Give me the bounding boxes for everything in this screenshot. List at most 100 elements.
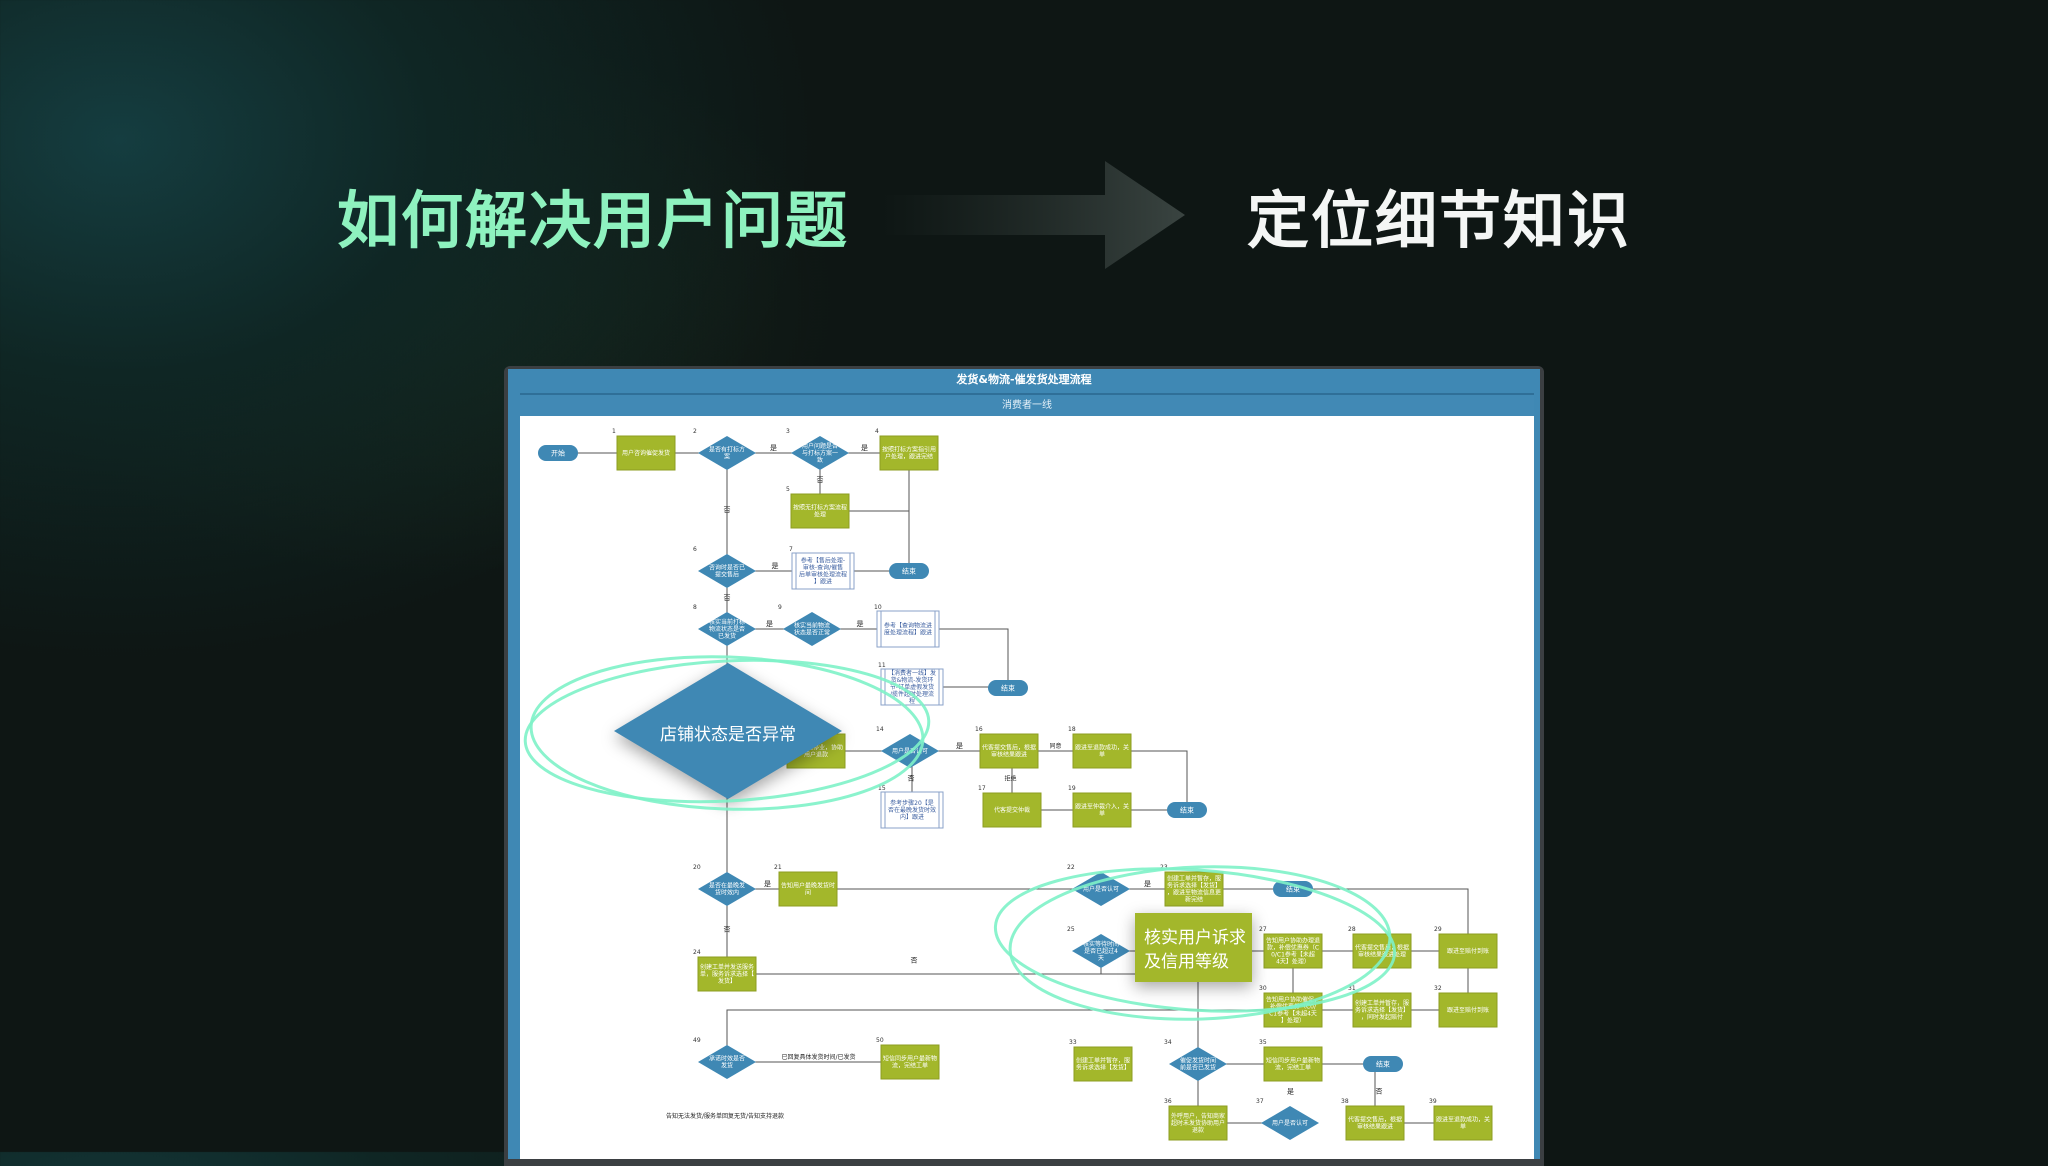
flow-node-end[interactable]: 结束 (889, 563, 929, 579)
flow-node-end[interactable]: 结束 (1167, 802, 1207, 818)
svg-text:核实当前物流: 核实当前物流 (794, 622, 830, 630)
svg-text:跟进至退款成功，关: 跟进至退款成功，关 (1075, 744, 1129, 752)
highlight-store-status-decision[interactable]: 店铺状态是否异常 (614, 663, 842, 799)
edge-label: 拒绝 (1004, 775, 1016, 783)
svg-text:告知用户协助办理退: 告知用户协助办理退 (1266, 937, 1320, 945)
svg-text:31: 31 (1348, 985, 1356, 992)
svg-text:按照无打标方案流程: 按照无打标方案流程 (793, 504, 847, 512)
edge-label: 否 (724, 594, 731, 602)
flow-node-n33[interactable]: 创建工单并暂存，服务诉求选择【发货】33 (1069, 1039, 1133, 1082)
svg-text:17: 17 (978, 785, 986, 792)
svg-text:8: 8 (693, 604, 697, 611)
svg-text:程: 程 (909, 697, 915, 705)
svg-text:19: 19 (1068, 785, 1076, 792)
flow-node-n30[interactable]: 告知用户协助催促，补偿优惠券（C0/C1参考【未超4天】处理）30 (1259, 985, 1323, 1028)
svg-text:跟进至退款成功，关: 跟进至退款成功，关 (1436, 1116, 1490, 1124)
svg-text:37: 37 (1256, 1098, 1264, 1105)
edge-label: 是 (1287, 1088, 1294, 1096)
flow-node-n37[interactable]: 用户是否认可 37 (1256, 1098, 1319, 1140)
svg-text:28: 28 (1348, 926, 1356, 933)
flowchart-canvas: 是是否否是否是是是同意拒绝否是是否否否是否已回复具体发货时间/已发货告知无法发货… (520, 416, 1534, 1159)
highlight-circle (529, 655, 925, 811)
svg-text:创建工单并发送服务: 创建工单并发送服务 (700, 963, 754, 971)
svg-text:用户咨询催促发货: 用户咨询催促发货 (622, 449, 670, 457)
svg-text:32: 32 (1434, 985, 1442, 992)
svg-text:结束: 结束 (1286, 884, 1300, 893)
edge-label: 告知无法发货/服务单回复无货/告知支持退款 (666, 1112, 784, 1120)
svg-text:，跟进至物流信息更: ，跟进至物流信息更 (1167, 889, 1221, 897)
edge-label: 是 (764, 880, 771, 888)
svg-text:务诉求选择【发货】: 务诉求选择【发货】 (1355, 1006, 1409, 1014)
svg-text:外呼用户，告知商家: 外呼用户，告知商家 (1171, 1112, 1225, 1120)
flow-node-n32[interactable]: 跟进至赔付到账 32 (1434, 985, 1498, 1028)
svg-text:核实用户诉求: 核实用户诉求 (1144, 928, 1246, 948)
edge-label: 是 (770, 444, 777, 452)
flow-node-end[interactable]: 结束 (1273, 881, 1313, 897)
svg-text:告知用户最晚发货时: 告知用户最晚发货时 (781, 882, 835, 890)
flow-node-end[interactable]: 结束 (1363, 1056, 1403, 1072)
svg-text:及信用等级: 及信用等级 (1144, 952, 1229, 972)
svg-text:参考【售后处理-: 参考【售后处理- (801, 557, 845, 565)
svg-text:开始: 开始 (551, 448, 565, 457)
svg-text:跟进至赔付到账: 跟进至赔付到账 (1447, 1006, 1489, 1014)
flow-node-n1[interactable]: 用户咨询催促发货 1 (612, 428, 676, 471)
flow-node-start[interactable]: 开始 (538, 445, 578, 461)
svg-text:状态是否正常: 状态是否正常 (794, 629, 830, 637)
svg-text:6: 6 (693, 546, 697, 553)
edge-label: 否 (724, 506, 731, 514)
flow-node-end[interactable]: 结束 (988, 680, 1028, 696)
connector-line (908, 628, 1011, 689)
svg-text:1: 1 (612, 428, 616, 435)
svg-text:店铺状态是否异常: 店铺状态是否异常 (660, 725, 796, 745)
edge-label: 否 (911, 957, 918, 965)
svg-text:跟进至仲裁介入，关: 跟进至仲裁介入，关 (1075, 803, 1129, 811)
flowchart-diagram: 是是否否是否是是是同意拒绝否是是否否否是否已回复具体发货时间/已发货告知无法发货… (523, 428, 1498, 1141)
svg-text:物流状态是否: 物流状态是否 (709, 625, 745, 633)
svg-text:24: 24 (693, 949, 701, 956)
svg-text:新完结: 新完结 (1185, 896, 1203, 904)
svg-text:36: 36 (1164, 1098, 1172, 1105)
svg-text:审核结果跟进处理: 审核结果跟进处理 (1358, 951, 1406, 959)
svg-text:用户是否认可: 用户是否认可 (1272, 1119, 1308, 1127)
svg-text:30: 30 (1259, 985, 1267, 992)
svg-text:短信同步用户最新物: 短信同步用户最新物 (883, 1055, 937, 1063)
swimlane-header: 消费者一线 (520, 393, 1534, 417)
svg-text:结束: 结束 (1376, 1059, 1390, 1068)
svg-text:户处理，跟进完结: 户处理，跟进完结 (885, 453, 933, 461)
svg-text:5: 5 (786, 486, 790, 493)
